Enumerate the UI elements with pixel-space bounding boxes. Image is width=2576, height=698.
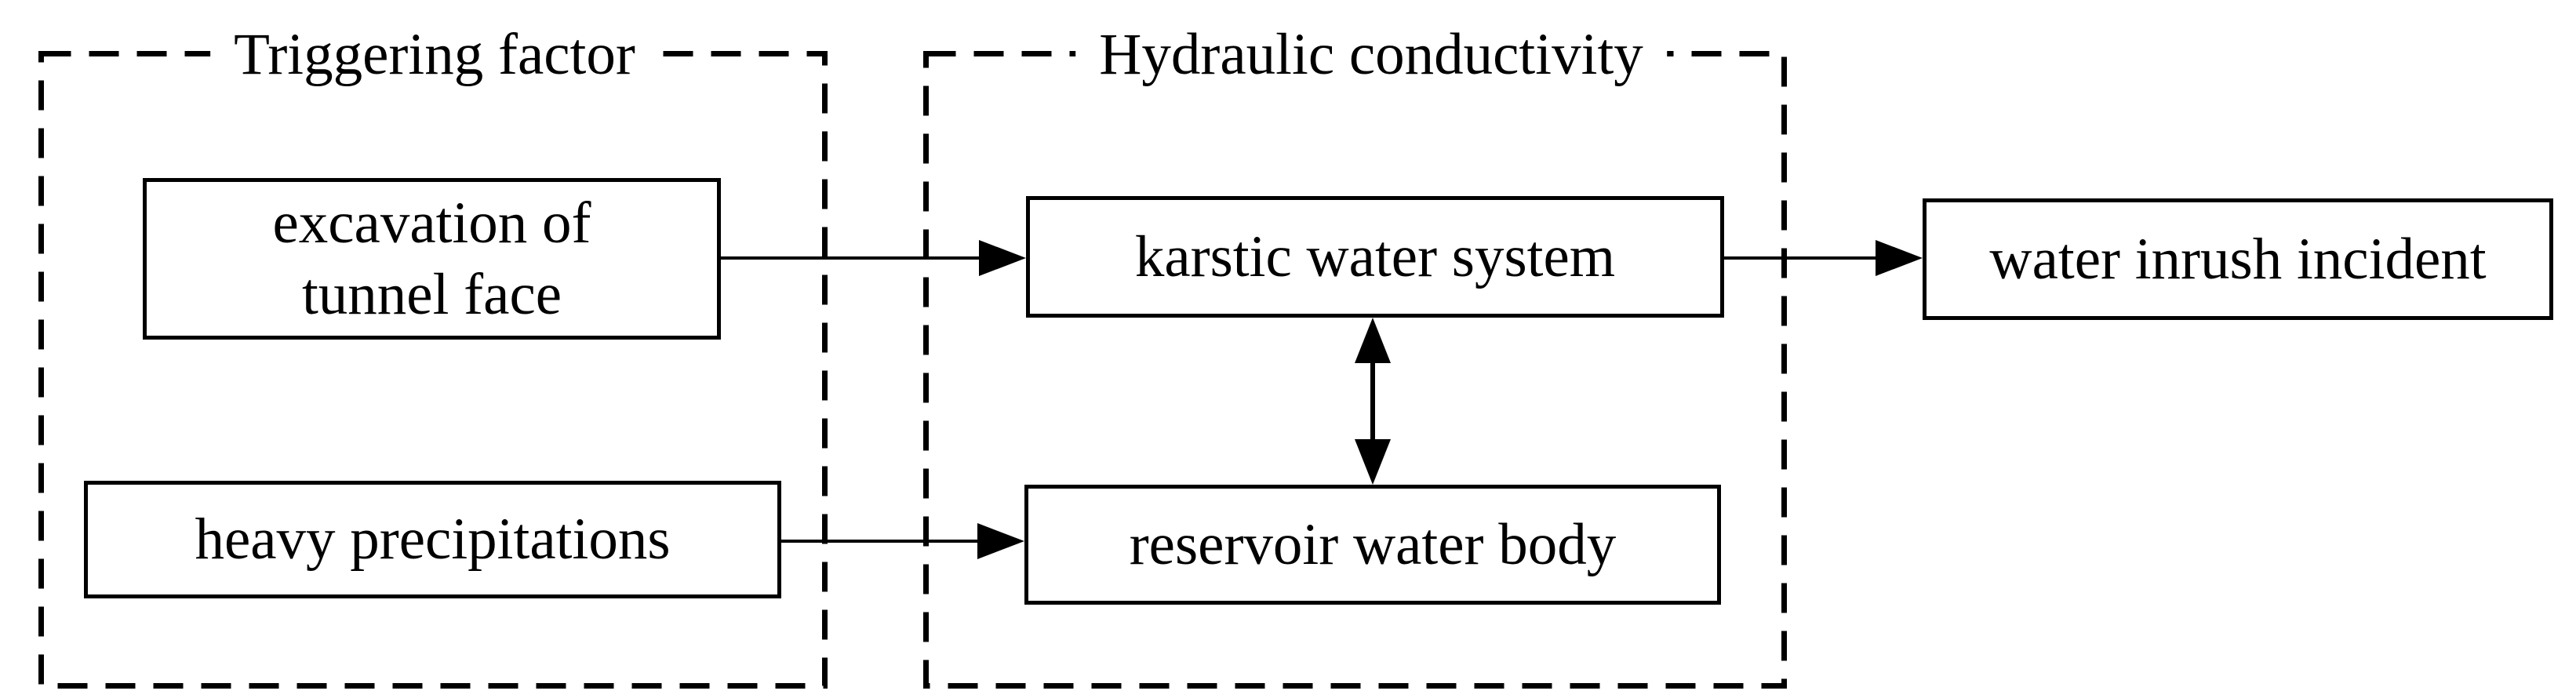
node-reservoir-water-body: reservoir water body: [1024, 485, 1721, 605]
arrow-karstic-to-inrush: [1724, 240, 1923, 276]
arrow-excavation-to-karstic: [721, 240, 1026, 276]
arrow-precipitations-to-reservoir: [781, 523, 1024, 559]
arrow-karstic-reservoir-double: [1355, 318, 1391, 485]
node-water-inrush-incident: water inrush incident: [1923, 198, 2553, 320]
node-excavation-of-tunnel-face: excavation of tunnel face: [143, 178, 721, 340]
node-karstic-water-system: karstic water system: [1026, 196, 1724, 318]
group-label-hydraulic-conductivity: Hydraulic conductivity: [1075, 21, 1667, 89]
group-label-triggering-factor: Triggering factor: [210, 21, 659, 89]
hydraulic-conductivity-group-frame: [923, 51, 1787, 689]
node-heavy-precipitations: heavy precipitations: [84, 481, 781, 598]
